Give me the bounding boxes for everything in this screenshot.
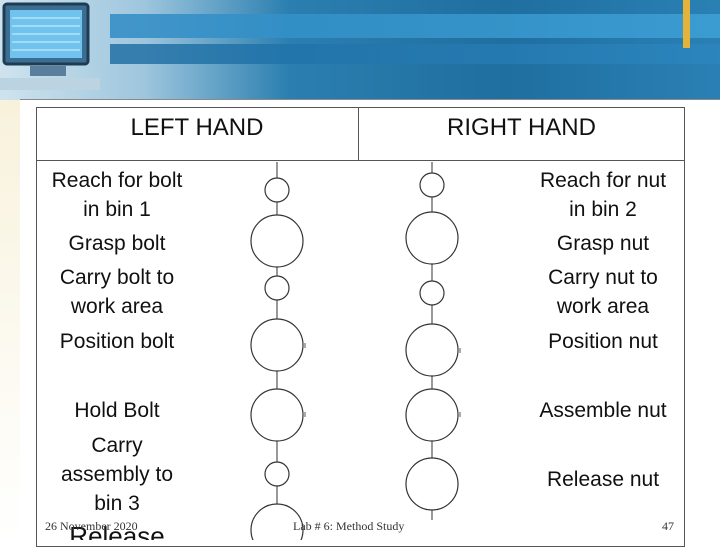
large-circle-icon bbox=[251, 215, 303, 267]
left-step-3-line-2: work area bbox=[71, 295, 163, 318]
large-circle-icon bbox=[406, 324, 458, 376]
right-step-1-line-2: in bin 2 bbox=[569, 198, 637, 221]
large-circle-icon bbox=[406, 212, 458, 264]
right-step-3: Carry nut to work area bbox=[522, 263, 684, 321]
small-circle-icon bbox=[265, 276, 289, 300]
right-step-4: Position nut bbox=[522, 327, 684, 356]
large-circle-icon bbox=[406, 458, 458, 510]
small-circle-icon bbox=[265, 178, 289, 202]
small-circle-icon bbox=[265, 462, 289, 486]
right-step-3-line-2: work area bbox=[557, 295, 649, 318]
left-step-4: Position bolt bbox=[36, 327, 198, 356]
right-step-5: Assemble nut bbox=[522, 396, 684, 425]
large-circle-icon bbox=[251, 389, 303, 441]
right-step-1-line-1: Reach for nut bbox=[540, 169, 666, 192]
right-step-2: Grasp nut bbox=[522, 229, 684, 258]
left-step-6-line-2: assembly to bbox=[61, 463, 173, 486]
left-step-5: Hold Bolt bbox=[36, 396, 198, 425]
left-step-3: Carry bolt to work area bbox=[36, 263, 198, 321]
left-step-3-line-1: Carry bolt to bbox=[60, 266, 174, 289]
large-circle-icon bbox=[251, 319, 303, 371]
right-step-3-line-1: Carry nut to bbox=[548, 266, 658, 289]
left-step-1-line-1: Reach for bolt bbox=[52, 169, 183, 192]
large-circle-icon bbox=[406, 389, 458, 441]
right-step-6: Release nut bbox=[522, 465, 684, 494]
left-step-2: Grasp bolt bbox=[36, 229, 198, 258]
left-step-1: Reach for bolt in bin 1 bbox=[36, 166, 198, 224]
small-circle-icon bbox=[420, 281, 444, 305]
footer-date: 26 November 2020 bbox=[45, 519, 138, 534]
left-step-6-line-3: bin 3 bbox=[94, 492, 140, 515]
right-step-1: Reach for nut in bin 2 bbox=[522, 166, 684, 224]
small-circle-icon bbox=[420, 173, 444, 197]
left-step-6-line-1: Carry bbox=[91, 434, 142, 457]
left-step-6: Carry assembly to bin 3 bbox=[36, 431, 198, 518]
left-step-1-line-2: in bin 1 bbox=[83, 198, 151, 221]
footer-title: Lab # 6: Method Study bbox=[293, 519, 404, 534]
page-number: 47 bbox=[662, 519, 674, 534]
